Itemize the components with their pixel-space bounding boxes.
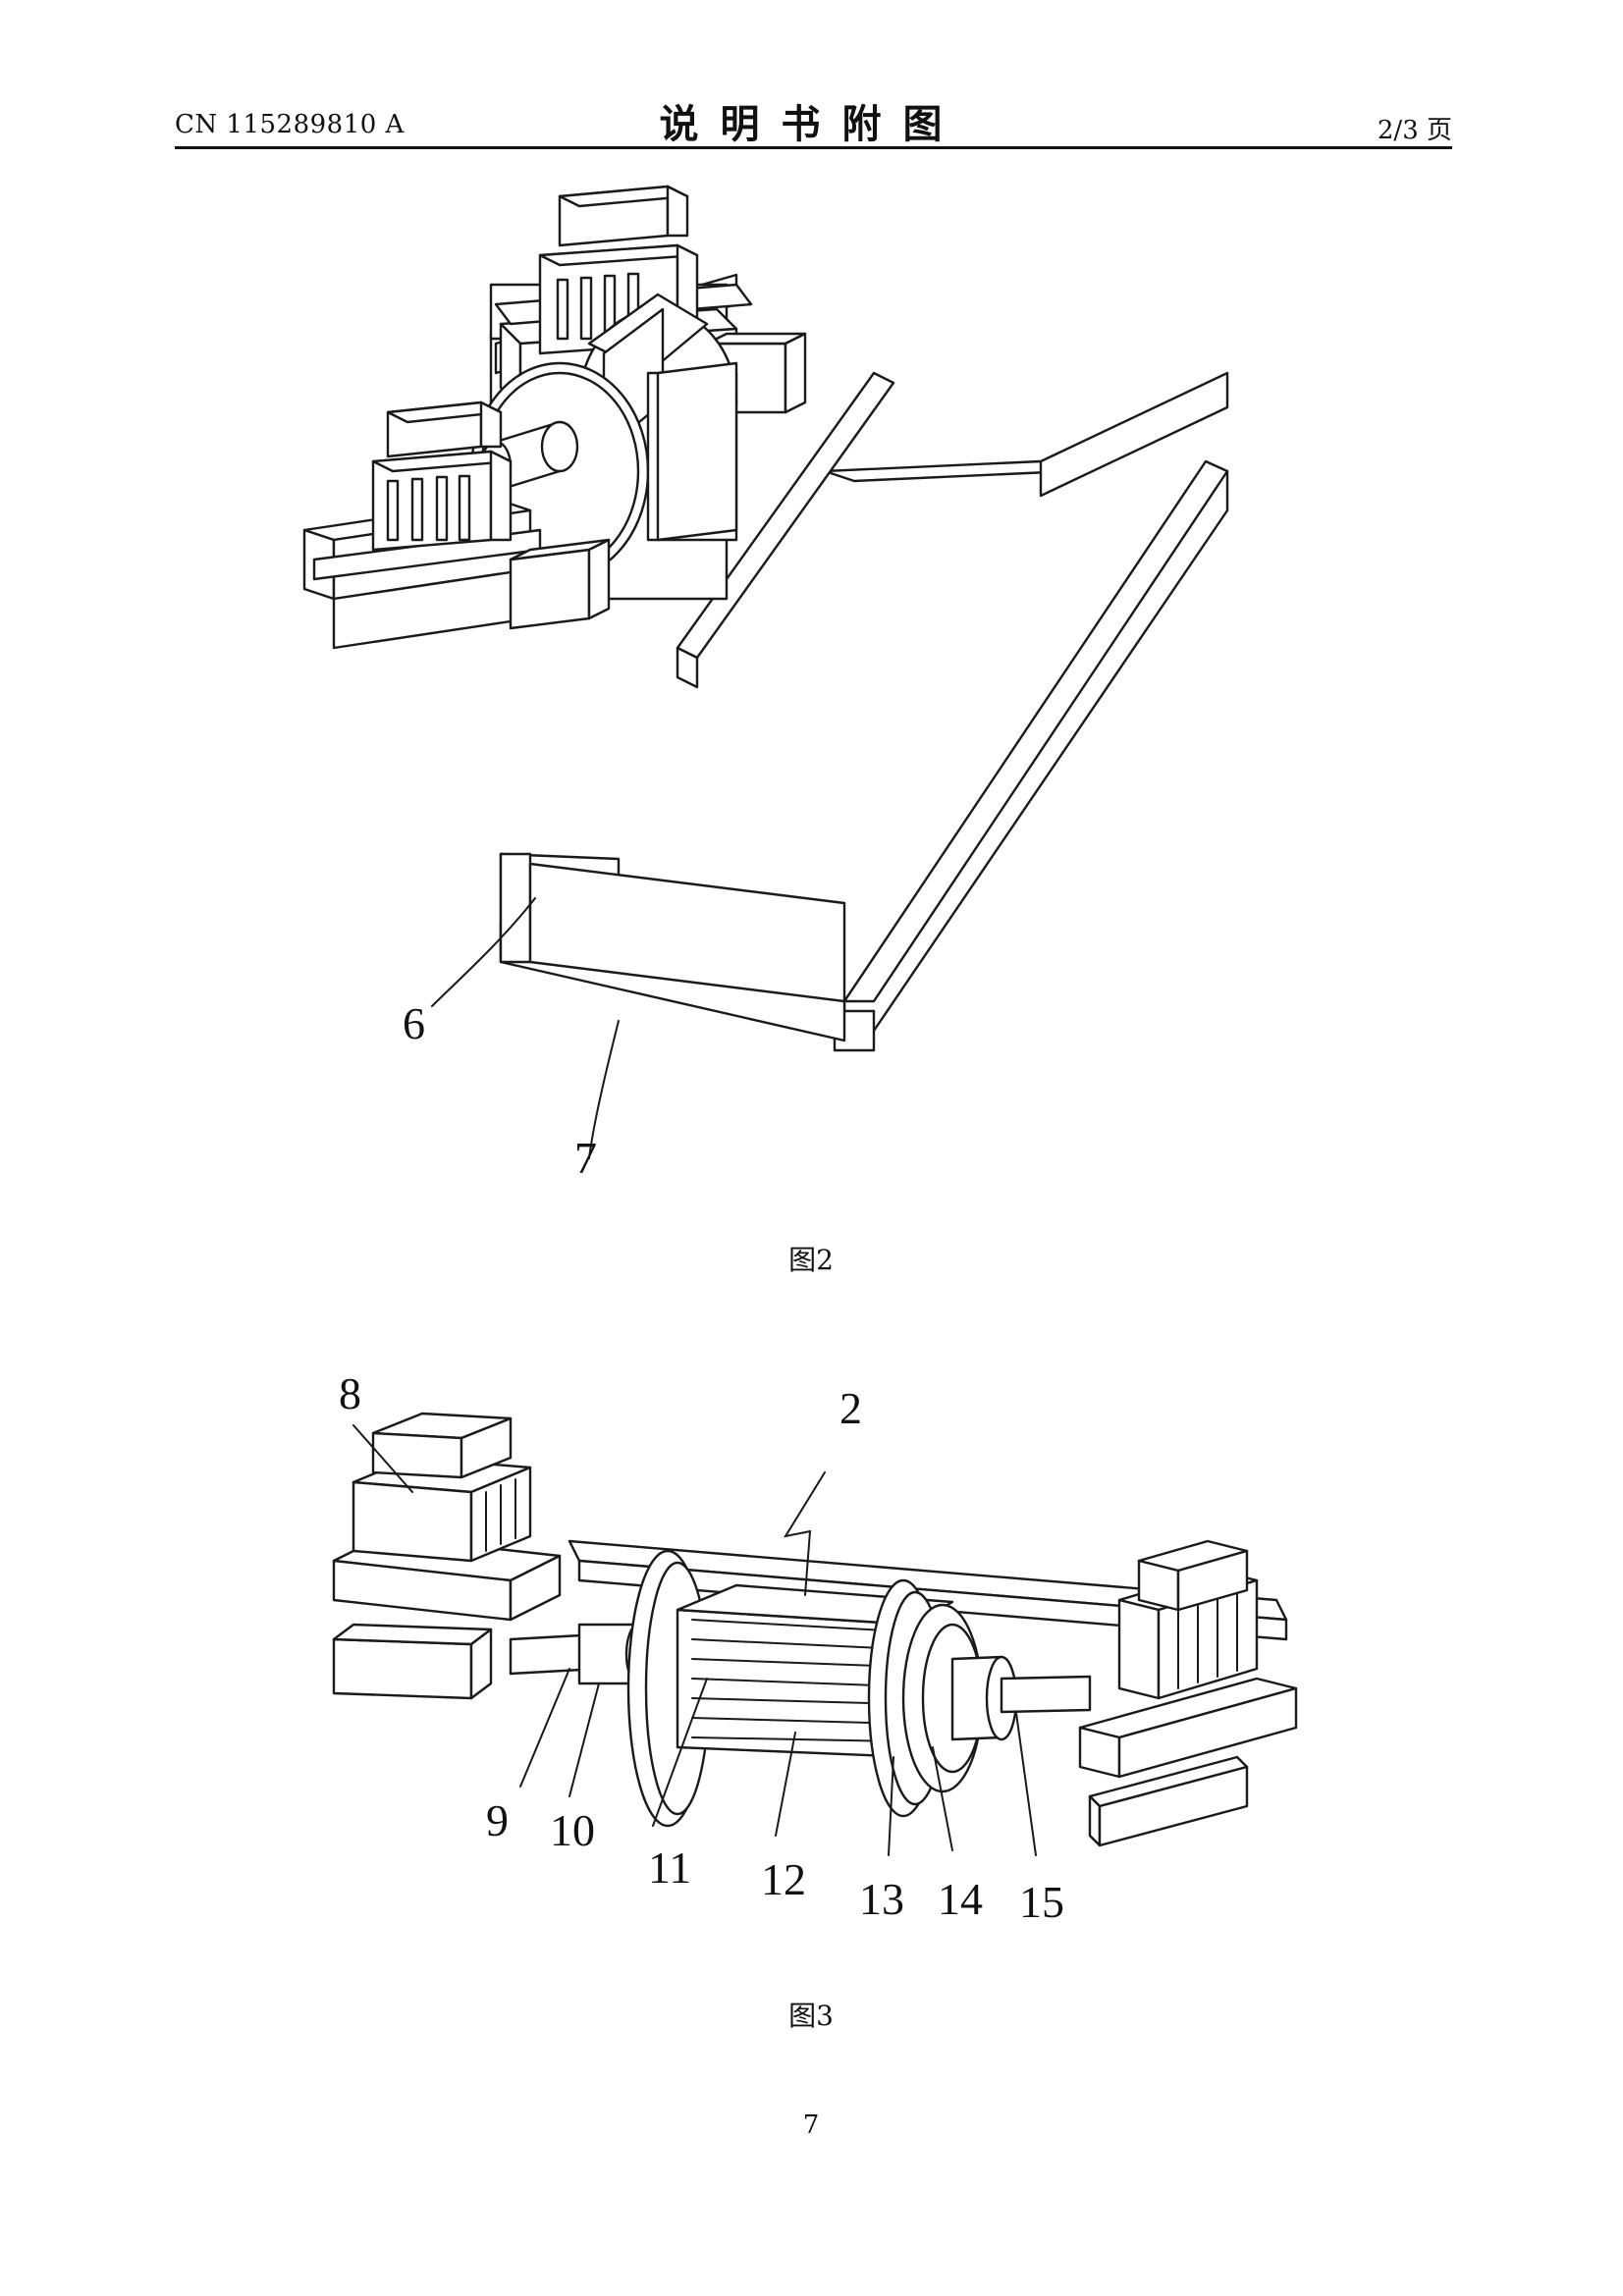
label-14: 14 xyxy=(938,1874,983,1924)
right-unit xyxy=(1078,1539,1298,1847)
label-15: 15 xyxy=(1019,1877,1064,1927)
leg-6 xyxy=(499,852,532,964)
leader-2 xyxy=(783,1471,826,1596)
figure-2-caption: 图2 xyxy=(788,1244,834,1276)
rail-7 xyxy=(842,459,1229,1003)
label-9: 9 xyxy=(486,1795,509,1845)
page-number: 7 xyxy=(802,2110,820,2140)
label-13: 13 xyxy=(859,1874,904,1924)
header-rule xyxy=(175,146,1452,149)
front-unit xyxy=(302,400,611,650)
figure-3-caption: 图3 xyxy=(788,2000,834,2032)
document-number: CN 115289810 A xyxy=(175,110,405,139)
label-11: 11 xyxy=(648,1842,691,1893)
page-indicator: 2/3 页 xyxy=(1377,116,1452,145)
figure-3-svg: 8 2 9 10 11 12 13 14 15 xyxy=(332,1368,1298,1927)
label-7: 7 xyxy=(574,1133,597,1183)
label-12: 12 xyxy=(761,1854,806,1904)
leader-12 xyxy=(775,1732,796,1837)
label-2: 2 xyxy=(839,1383,862,1433)
leader-13 xyxy=(888,1756,894,1856)
shaft-15 xyxy=(1000,1675,1092,1714)
figure-3-drawing: 8 2 9 10 11 12 13 14 15 xyxy=(314,1345,1316,1934)
right-rail-top xyxy=(823,459,1072,483)
figure-2-drawing: 6 7 xyxy=(302,177,1257,1188)
section-title: 说明书附图 xyxy=(659,102,964,147)
left-rail-side xyxy=(676,646,699,689)
left-unit-8 xyxy=(332,1412,562,1700)
leader-7-path xyxy=(588,1020,620,1159)
leader-9 xyxy=(519,1668,570,1788)
leader-8 xyxy=(352,1424,413,1493)
right-rail-front xyxy=(1039,371,1229,498)
base-inner xyxy=(528,862,846,1003)
label-8: 8 xyxy=(339,1368,361,1418)
leader-10 xyxy=(568,1682,600,1797)
figure-2-svg: 6 7 xyxy=(302,185,1229,1183)
leader-15 xyxy=(1015,1712,1037,1856)
label-6: 6 xyxy=(403,998,425,1048)
leader-11 xyxy=(652,1678,708,1827)
label-10: 10 xyxy=(550,1805,595,1855)
leader-14 xyxy=(932,1746,953,1851)
leader-6-path xyxy=(431,897,536,1007)
